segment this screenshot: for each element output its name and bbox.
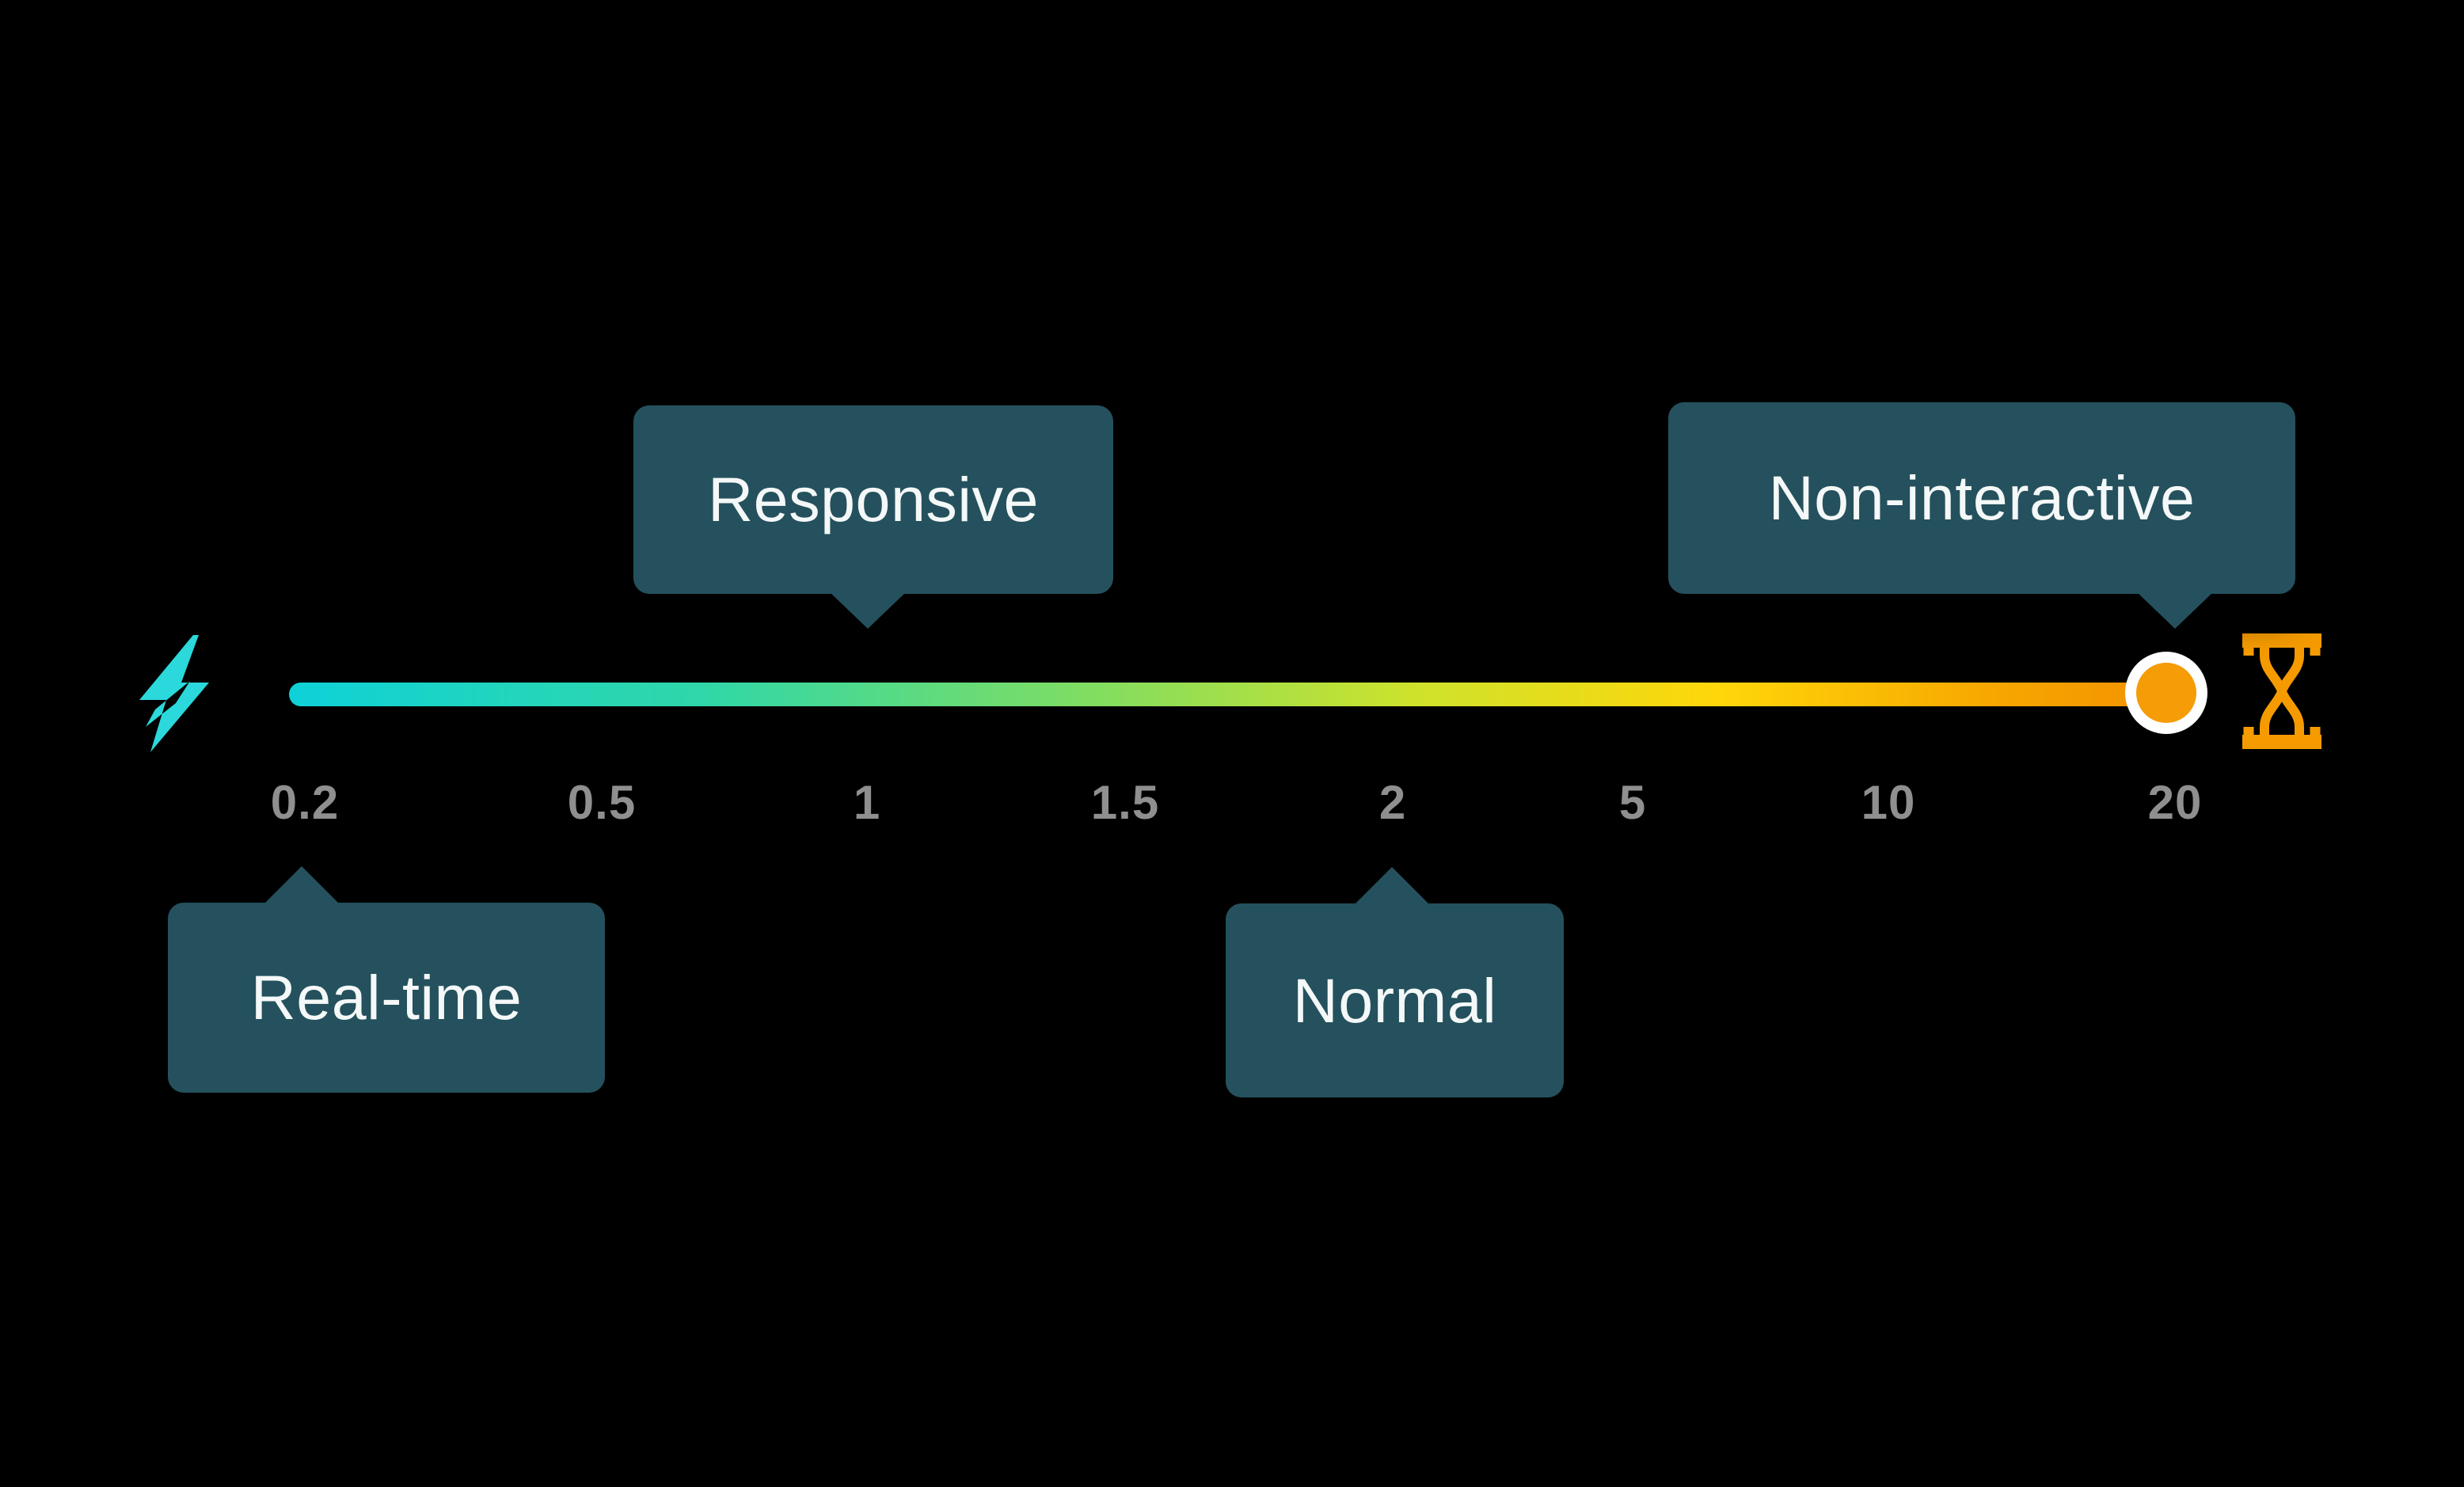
tick-label-1: 1 [853,776,881,829]
lightning-icon [139,635,209,752]
tick-label-1-5: 1.5 [1090,776,1160,829]
tooltip-normal: Normal [1226,867,1564,1097]
tick-label-0-5: 0.5 [567,776,637,829]
tick-label-10: 10 [1861,776,1916,829]
end-marker-dot [2125,652,2207,734]
tick-label-5: 5 [1618,776,1647,829]
tick-label-20: 20 [2147,776,2203,829]
tooltip-responsive: Responsive [633,405,1113,629]
tick-label-2: 2 [1378,776,1407,829]
gradient-scale-line [289,683,2173,706]
tooltip-real-time: Real-time [168,866,605,1093]
tooltip-normal-label: Normal [1292,964,1497,1036]
hourglass-icon [2242,633,2321,749]
tooltip-non-interactive: Non-interactive [1668,402,2295,629]
tooltip-real-time-label: Real-time [250,962,523,1033]
tooltip-responsive-label: Responsive [708,464,1039,534]
tick-label-0-2: 0.2 [270,776,340,829]
tooltip-non-interactive-label: Non-interactive [1768,462,2196,533]
end-marker-dot-inner [2136,663,2196,723]
